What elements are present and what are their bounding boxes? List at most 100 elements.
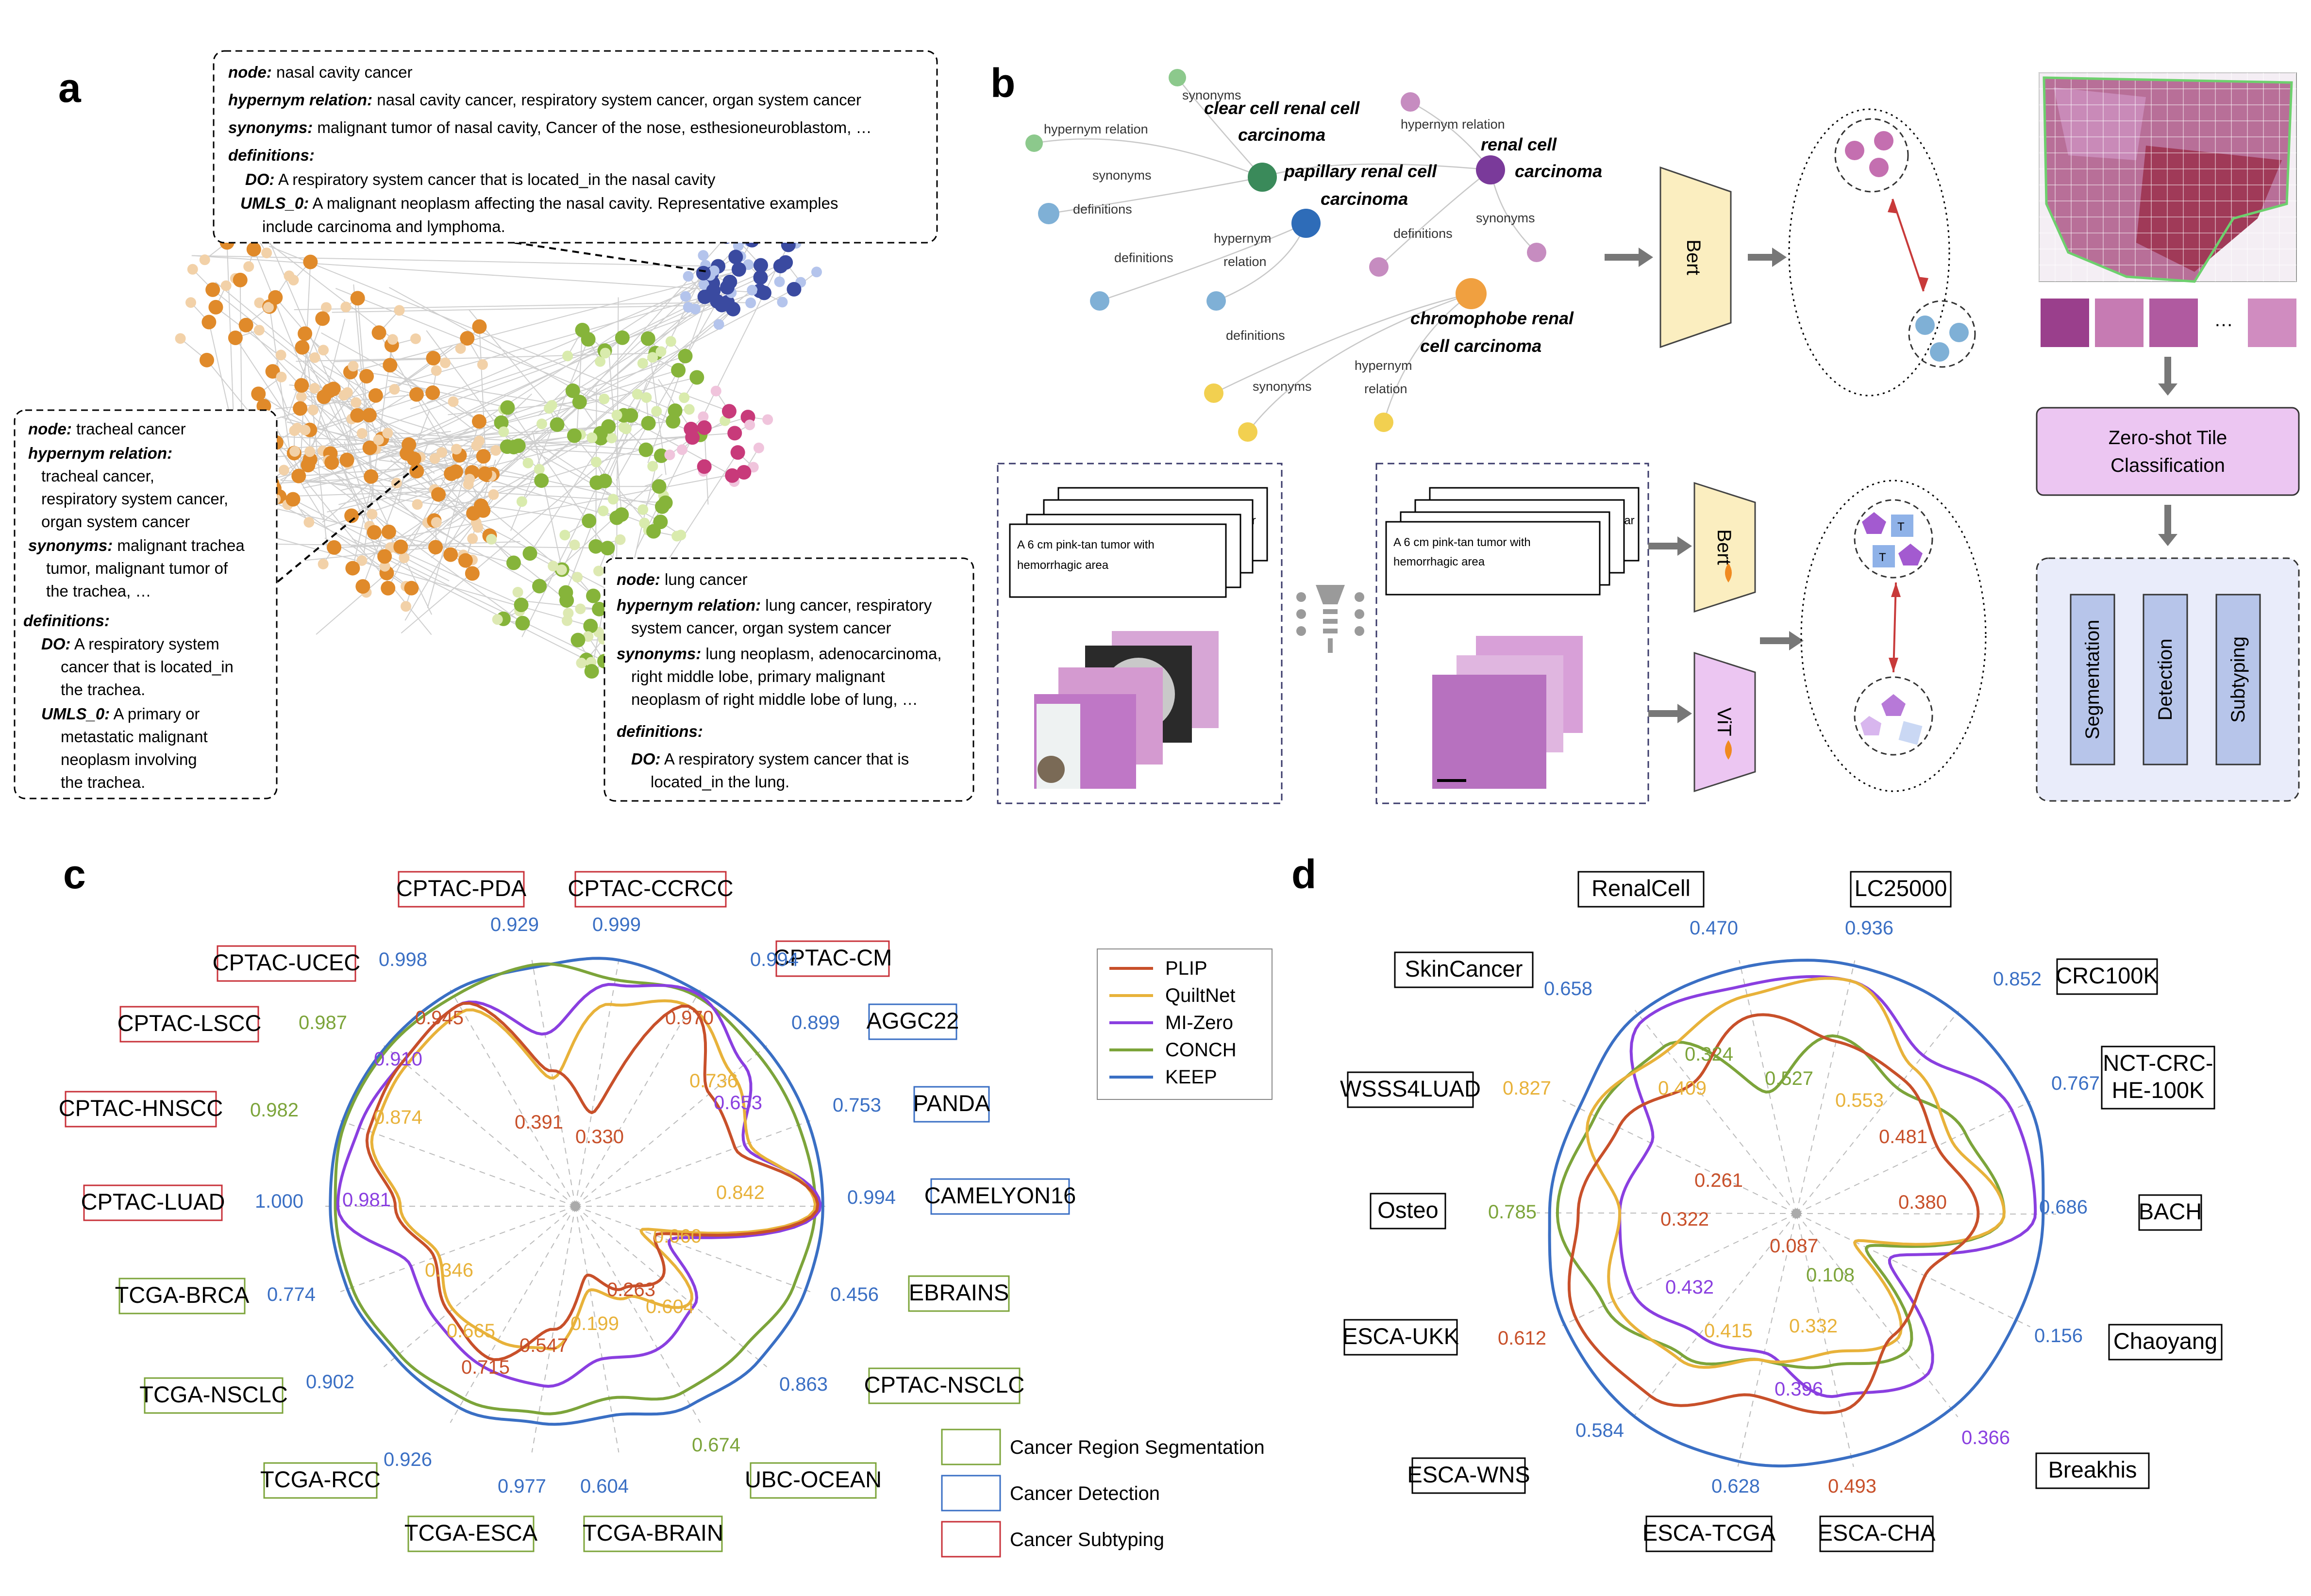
graph-node [364,469,379,484]
graph-node [426,350,441,366]
graph-node [359,369,374,384]
graph-leaf-node [655,346,667,357]
graph-node [362,408,377,423]
value-label: 0.929 [490,914,539,935]
value-label: 0.936 [1845,917,1893,939]
graph-leaf-node [664,449,675,461]
arrow-head [1677,536,1692,556]
graph-node [268,290,283,305]
graph-node [472,319,487,334]
graph-node [1206,291,1226,311]
task-segmentation: Segmentation [2082,620,2103,740]
svg-text:CPTAC-PDA: CPTAC-PDA [396,875,527,901]
svg-text:neoplasm involving: neoplasm involving [61,750,197,768]
radar-series-keep [1548,959,2045,1468]
value-label: 0.736 [689,1070,738,1092]
svg-text:DO: A respiratory system: DO: A respiratory system [41,635,219,653]
graph-leaf-node [440,357,451,368]
graph-node [393,539,408,554]
svg-text:CPTAC-LSCC: CPTAC-LSCC [117,1010,262,1036]
value-label: 0.998 [379,949,427,970]
graph-node [350,291,365,306]
svg-text:include carcinoma and lymphoma: include carcinoma and lymphoma. [262,217,505,235]
graph-leaf-node [572,572,583,583]
svg-text:tracheal cancer,: tracheal cancer, [41,467,154,485]
graph-node [458,553,473,568]
graph-node [725,468,740,483]
graph-leaf-node [522,457,534,468]
value-label: 0.366 [1961,1427,2010,1448]
graph-node [460,331,475,346]
graph-node [646,524,661,539]
dataset-label-camelyon16: CAMELYON16 [924,1178,1076,1215]
embedding-space-text [1788,108,1976,397]
svg-text:NCT-CRC-: NCT-CRC- [2103,1050,2213,1076]
graph-node [652,479,667,494]
node-label-rcc: renal cell [1481,134,1557,154]
value-label: 0.604 [646,1296,694,1317]
graph-node [199,352,214,367]
graph-node-papillary [1248,163,1277,192]
legend-sub-label: Cancer Subtyping [1010,1529,1164,1550]
graph-node [685,430,700,445]
graph-node-chromophobe [1456,278,1487,309]
legend-label-plip: PLIP [1165,958,1207,979]
radar-spoke [1796,1213,1854,1467]
graph-leaf-node [309,352,320,363]
panel-label-b: b [990,60,1015,106]
radar-spoke [575,1206,811,1293]
dataset-label-ubc-ocean: UBC-OCEAN [745,1462,882,1499]
svg-text:ViT: ViT [1713,707,1735,736]
value-label: 0.945 [415,1007,464,1029]
radar-spoke [1536,1212,1797,1214]
value-label: 0.584 [1575,1420,1624,1441]
graph-node [678,349,693,364]
graph-node [500,400,515,415]
svg-text:synonyms: malignant tumor of n: synonyms: malignant tumor of nasal cavit… [228,118,872,136]
graph-node [367,525,382,540]
graph-leaf-node [593,565,604,577]
edge-label: hypernym [1355,358,1412,373]
radar-spoke [531,960,576,1207]
graph-node [465,566,480,581]
svg-text:definitions:: definitions: [23,612,110,630]
zero-shot-tile-classification-box: Zero-shot Tile Classification [2036,407,2300,496]
graph-leaf-node [254,297,265,308]
graph-node [689,370,704,385]
graph-leaf-node [637,504,649,515]
legend-label-keep: KEEP [1165,1066,1217,1088]
graph-leaf-node [389,384,400,395]
graph-node [1204,383,1223,403]
graph-leaf-node [307,404,318,416]
edge-label: synonyms [1092,168,1152,183]
graph-leaf-node [220,280,232,291]
graph-node [371,325,386,340]
value-label: 0.481 [1879,1126,1927,1147]
graph-node [409,464,424,479]
value-label: 0.612 [1498,1328,1546,1349]
graph-node [534,473,549,488]
graph-node [1369,257,1389,277]
dataset-label-skincancer: SkinCancer [1394,951,1534,988]
graph-leaf-node [516,496,527,507]
dataset-label-panda: PANDA [913,1086,990,1123]
radar-spoke [1633,1213,1797,1417]
graph-node [345,561,360,576]
value-label: 0.902 [306,1371,354,1393]
radar-spoke [1737,1213,1797,1467]
value-label: 0.263 [607,1279,655,1300]
callout-lung-cancer: node: lung cancer hypernym relation: lun… [603,557,974,802]
filter-icon [1296,585,1364,653]
fire-icon [1725,563,1732,582]
graph-node [238,317,253,332]
graph-node [1374,413,1393,432]
svg-text:Classification: Classification [2110,455,2225,476]
graph-leaf-node [455,343,466,354]
panel-label-a: a [58,65,82,111]
radar-chart-c: CPTAC-CCRCC0.999CPTAC-CM0.994AGGC220.899… [59,871,1076,1552]
graph-node [601,419,616,434]
svg-text:hypernym relation: lung cancer: hypernym relation: lung cancer, respirat… [617,596,932,614]
graph-node [326,382,341,397]
graph-node-renal-cell [1476,155,1505,184]
graph-node [697,420,712,435]
